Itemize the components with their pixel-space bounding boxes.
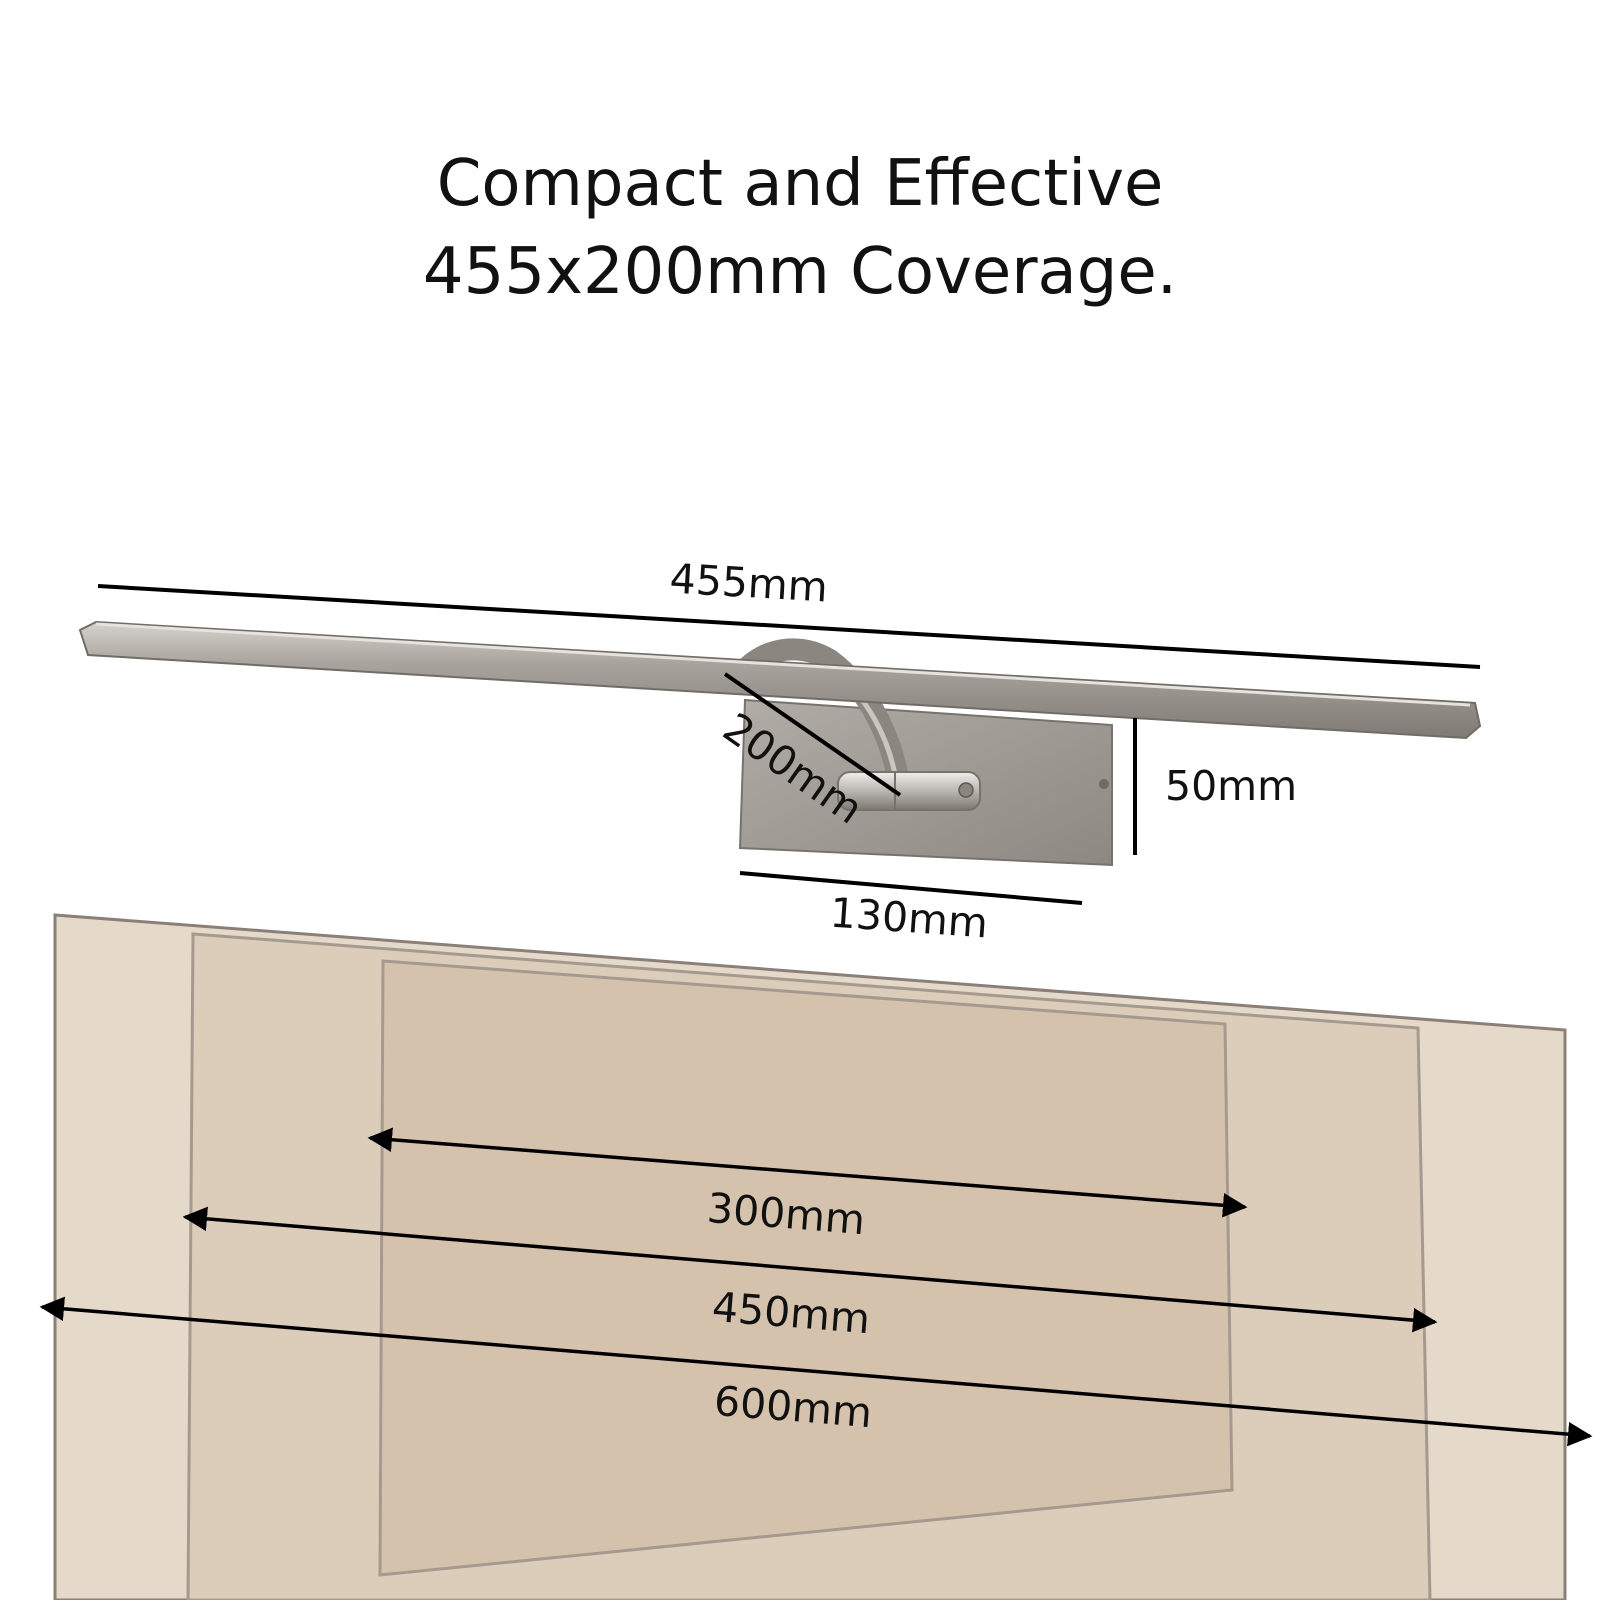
hinge-knob [837,771,981,811]
hinge-knob-cap-icon [958,782,974,798]
lamp-bar-edge-highlight [95,622,1471,707]
bar-length-line [97,584,1481,669]
plate-width-label: 130mm [828,889,989,948]
bar-length-label: 455mm [668,555,829,612]
plate-width-line [739,871,1083,905]
coverage-600-arrow [39,1296,1593,1447]
headline-line-2: 455x200mm Coverage. [422,235,1178,309]
plate-height-label: 50mm [1165,762,1297,810]
plate-screw-icon [1099,779,1109,789]
headline-line-1: Compact and Effective [436,147,1164,221]
coverage-300-arrow [367,1127,1248,1218]
page-title: Compact and Effective 455x200mm Coverage… [0,140,1600,316]
lamp-light-bar [78,620,1482,740]
arm-reach-line [723,672,902,797]
